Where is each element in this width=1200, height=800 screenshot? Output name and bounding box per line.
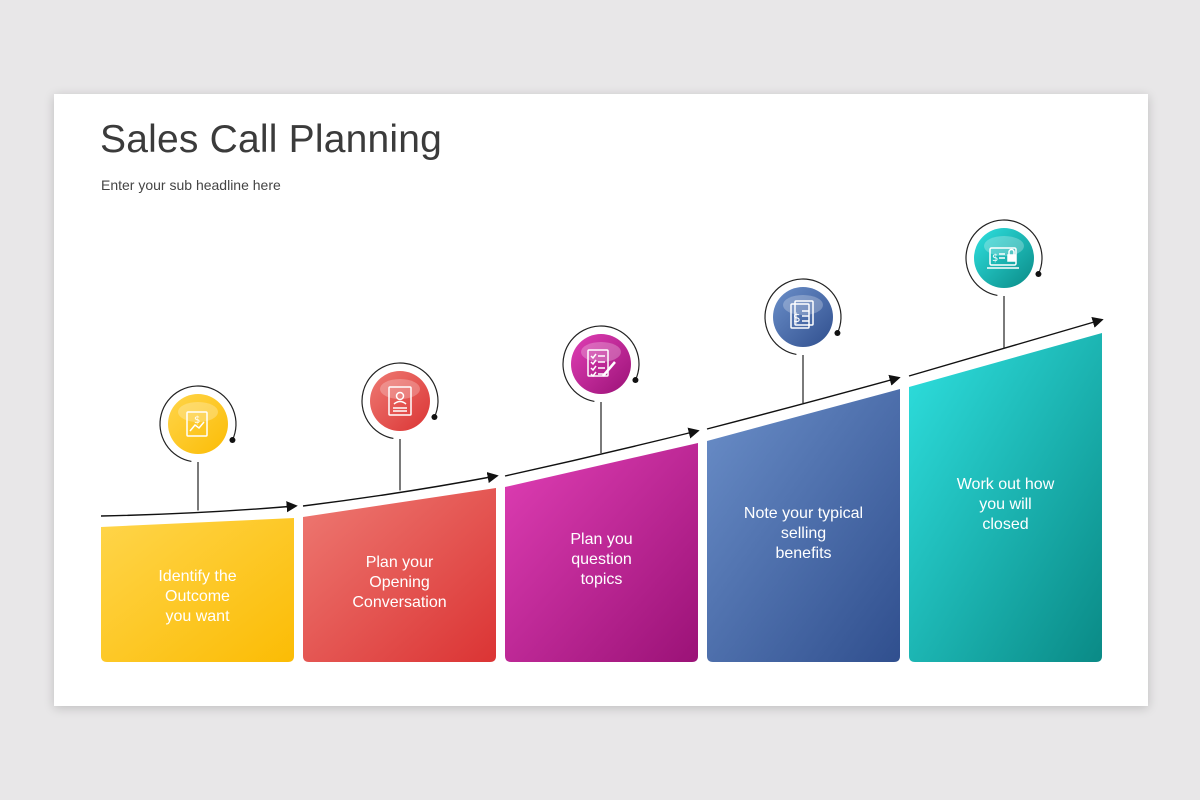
step-label-5: Work out how you will closed [956, 476, 1055, 533]
arrow-line [706, 374, 901, 430]
ring-dot [1035, 271, 1042, 278]
ring-arc [965, 219, 1043, 297]
ring-arc [159, 385, 237, 463]
ring-dot [229, 437, 236, 444]
invoice-dollar-icon: $ [790, 300, 814, 329]
ring-arc [764, 278, 842, 356]
step-card-4 [707, 389, 900, 662]
step-label-2: Plan your Opening Conversation [352, 554, 447, 611]
arrow-line [302, 472, 499, 507]
ring-dot [834, 330, 841, 337]
step-label-4: Note your typical selling benefits [743, 505, 864, 562]
slide-subtitle: Enter your sub headline here [101, 177, 281, 193]
ring-dot [431, 414, 438, 421]
step-label-3: Plan you question topics [570, 531, 633, 588]
step-card-2 [303, 488, 496, 662]
icon-circle-1 [168, 394, 228, 454]
icon-circle-3 [571, 334, 631, 394]
document-user-icon [388, 386, 412, 416]
step-card-3 [505, 443, 698, 662]
icon-circle-4 [773, 287, 833, 347]
ring-arc [361, 362, 439, 440]
step-card-1 [101, 518, 294, 662]
svg-text:$: $ [992, 253, 998, 264]
ring-dot [632, 377, 639, 384]
icon-circle-highlight [783, 295, 823, 315]
step-label-1: Identify the Outcome you want [158, 568, 237, 625]
laptop-lock-icon: $ [987, 247, 1019, 269]
slide-title: Sales Call Planning [100, 118, 443, 161]
chart-dollar-icon: $ [186, 411, 208, 437]
step-card-5 [909, 333, 1102, 662]
checklist-pen-icon [587, 349, 616, 378]
svg-text:$: $ [793, 311, 801, 325]
icon-circle-highlight [380, 379, 420, 399]
arrow-line [908, 316, 1104, 377]
arrow-line [100, 501, 298, 517]
icon-circle-highlight [581, 342, 621, 362]
ring-arc [562, 325, 640, 403]
svg-text:$: $ [194, 415, 200, 426]
arrow-line [504, 427, 700, 477]
